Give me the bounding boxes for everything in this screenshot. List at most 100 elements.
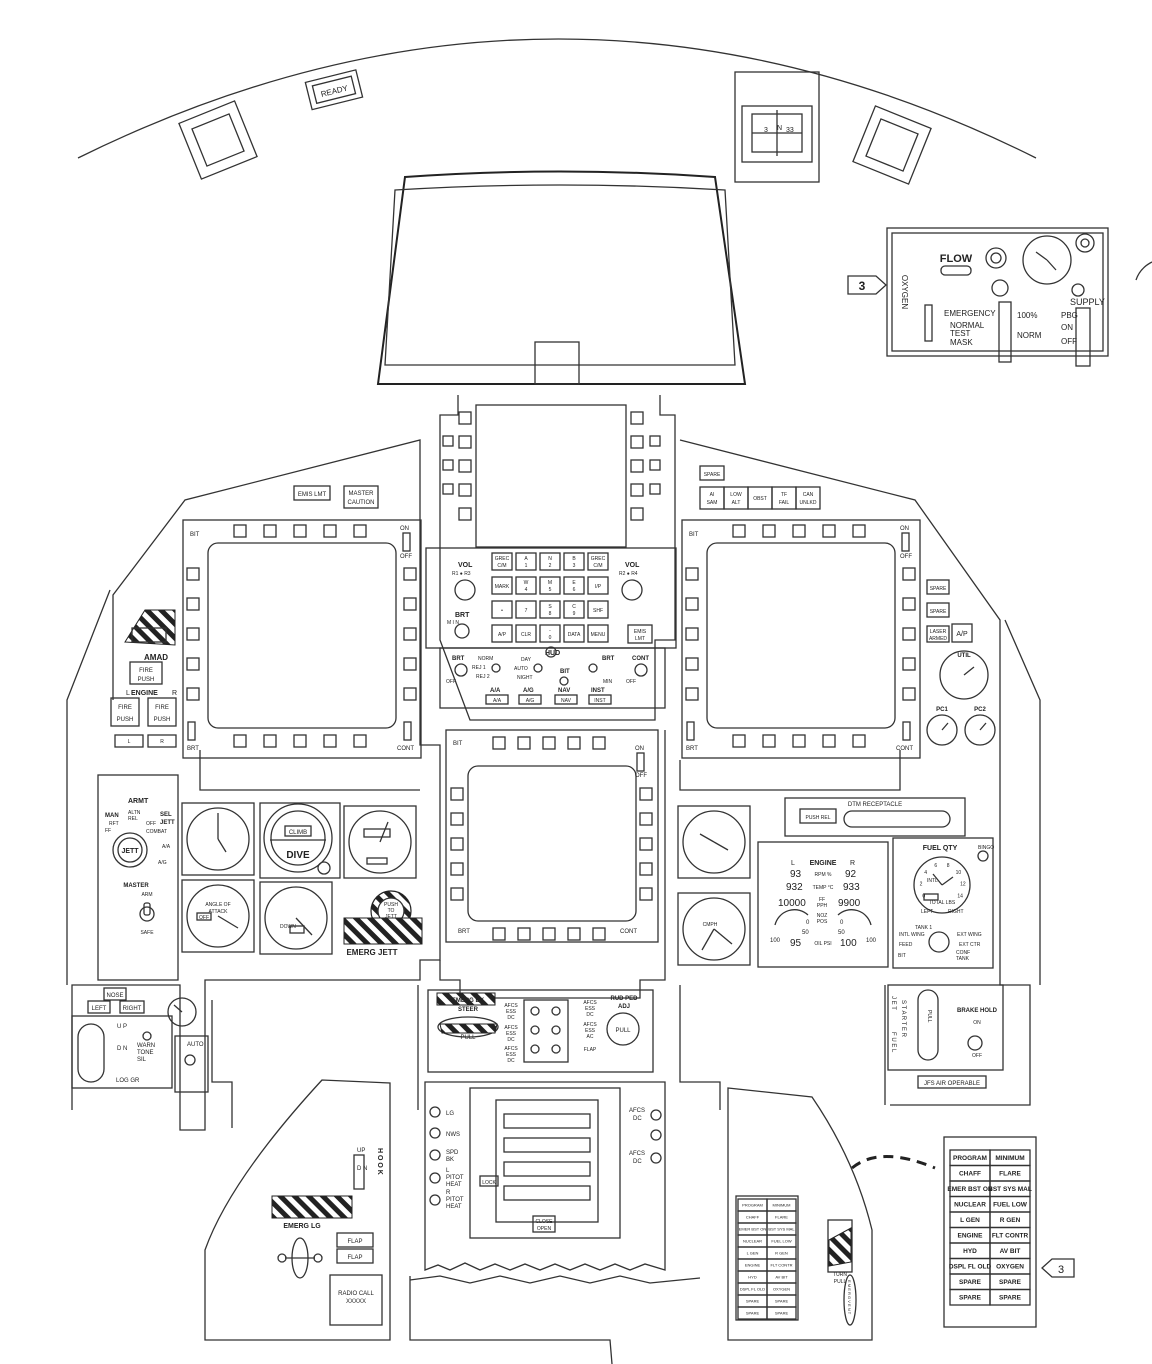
emerg-vent-handle[interactable] [827, 1219, 853, 1273]
svg-text:EXT WING: EXT WING [957, 932, 982, 938]
emerg-brake-handle[interactable] [437, 1016, 499, 1038]
throttle-cutoff-left[interactable] [114, 734, 144, 748]
ufc-key-2-3[interactable]: C9 [563, 600, 585, 619]
ufc-key-3-4[interactable]: MENU [587, 624, 609, 643]
ufc-key-2-4[interactable]: SHF [587, 600, 609, 619]
fuel-feed-selector[interactable] [928, 931, 950, 953]
svg-text:R GEN: R GEN [1000, 1217, 1021, 1224]
svg-text:FF: FF [105, 828, 111, 834]
ready-light: READY [304, 69, 364, 111]
upper-display-left-buttons[interactable] [458, 411, 472, 521]
svg-text:PC1: PC1 [936, 707, 948, 713]
left-mfd-top-buttons[interactable] [233, 524, 367, 538]
left-mfd-right-buttons[interactable] [403, 567, 417, 701]
svg-text:ENGINE: ENGINE [810, 860, 837, 867]
upper-display-outer-right-buttons[interactable] [649, 435, 661, 495]
svg-text:M I N: M I N [447, 620, 459, 626]
engine-fire-left-button[interactable]: FIRE PUSH [110, 697, 140, 727]
svg-text:OIL PSI: OIL PSI [814, 941, 831, 947]
ufc-key-0-2[interactable]: N2 [539, 552, 561, 571]
pitch-ratio-switch[interactable] [184, 1054, 196, 1066]
emergency-gear-handle[interactable] [277, 1237, 323, 1279]
svg-text:OFF: OFF [635, 773, 647, 779]
jfs-pull-handle[interactable] [917, 989, 939, 1061]
amad-fire-button[interactable]: FIRE PUSH [129, 661, 163, 685]
svg-text:SHF: SHF [593, 608, 603, 614]
svg-text:TF: TF [781, 492, 787, 498]
svg-text:HEAT: HEAT [446, 1204, 462, 1210]
right-mfd-top-buttons[interactable] [732, 524, 866, 538]
ufc-brt-knob[interactable] [454, 623, 470, 639]
right-mfd-right-buttons[interactable] [902, 567, 916, 701]
upper-display-right-buttons[interactable] [630, 411, 644, 521]
cm-small-grid-cell-3-0: NUCLEAR [737, 1234, 768, 1248]
vol-right-knob[interactable] [621, 579, 643, 601]
ufc-key-1-2[interactable]: M5 [539, 576, 561, 595]
center-mfd-right-buttons[interactable] [639, 787, 653, 901]
cm-large-grid-cell-2-0: EMER BST ON [947, 1180, 993, 1198]
center-console: LOCK CLOSE OPEN LG NWS SPD BK L PITOT HE… [409, 1081, 701, 1364]
ufc-key-2-0[interactable]: • [491, 600, 513, 619]
ufc-key-3-3[interactable]: DATA [563, 624, 585, 643]
autopilot-button[interactable] [951, 623, 973, 643]
svg-text:OFF: OFF [400, 554, 412, 560]
hud-cont-knob[interactable] [634, 663, 648, 677]
master-arm-switch[interactable] [139, 906, 155, 922]
cm-large-grid-cell-4-1: R GEN [989, 1211, 1031, 1229]
ufc-key-3-1[interactable]: CLR [515, 624, 537, 643]
jettison-knob[interactable] [112, 832, 148, 868]
ufc-emis-lmt-button[interactable]: EMIS LMT [627, 624, 653, 644]
canopy-close-open-button[interactable] [532, 1215, 556, 1233]
center-mfd-top-buttons[interactable] [492, 736, 606, 750]
svg-text:CONT: CONT [620, 929, 637, 935]
ufc-key-0-1[interactable]: A1 [515, 552, 537, 571]
hud-day-night-switch[interactable] [533, 663, 543, 673]
ufc-key-1-4[interactable]: I/P [587, 576, 609, 595]
ufc-key-1-3[interactable]: E6 [563, 576, 585, 595]
ufc-key-2-1[interactable]: 7 [515, 600, 537, 619]
master-caution-button[interactable]: MASTER CAUTION [343, 485, 379, 509]
ufc-key-1-0[interactable]: MARK [491, 576, 513, 595]
center-mfd-bottom-buttons[interactable] [492, 927, 606, 941]
svg-text:MINIMUM: MINIMUM [995, 1155, 1024, 1162]
hud-brt2-switch[interactable] [588, 663, 598, 673]
console-lock-button[interactable] [479, 1175, 499, 1187]
hud-inst-button[interactable]: INST INST [588, 688, 612, 705]
right-mfd-bottom-buttons[interactable] [732, 734, 866, 748]
oxygen-test: TEST [950, 329, 971, 338]
ufc-key-2-2[interactable]: S8 [539, 600, 561, 619]
landing-gear-handle[interactable] [77, 1023, 105, 1083]
ufc-key-3-0[interactable]: A/P [491, 624, 513, 643]
hud-brt-knob[interactable] [454, 663, 468, 677]
hud-nav-button[interactable]: NAV NAV [554, 688, 578, 705]
brake-hold-switch[interactable] [967, 1035, 983, 1051]
ufc-key-1-1[interactable]: W4 [515, 576, 537, 595]
hud-declutter-switch[interactable] [491, 663, 501, 673]
canopy-window-left [178, 100, 258, 180]
dtm-push-rel-button[interactable] [799, 808, 837, 824]
svg-text:LEFT: LEFT [92, 1006, 107, 1012]
rpm-left: 93 [790, 869, 802, 880]
rudder-pedal-adjust-knob[interactable] [606, 1012, 640, 1046]
oxygen-panel: 3 OXYGEN FLOW EMERGENCY NORMAL TEST MASK… [847, 227, 1152, 367]
svg-text:BRT: BRT [458, 929, 470, 935]
engine-fire-right-button[interactable]: FIRE PUSH [147, 697, 177, 727]
right-mfd-left-buttons[interactable] [685, 567, 699, 701]
vol-left-knob[interactable] [454, 579, 476, 601]
left-mfd-bottom-buttons[interactable] [233, 734, 367, 748]
hud-bit-button[interactable] [559, 676, 569, 686]
hook-switch[interactable] [353, 1154, 365, 1190]
ufc-key-3-2[interactable]: -0 [539, 624, 561, 643]
throttle-cutoff-right[interactable] [147, 734, 177, 748]
hud-aa-button[interactable]: A/A A/A [485, 688, 509, 705]
hud-ag-button[interactable]: A/G A/G [518, 688, 542, 705]
center-mfd-left-buttons[interactable] [450, 787, 464, 901]
ufc-key-0-3[interactable]: B3 [563, 552, 585, 571]
left-mfd-left-buttons[interactable] [186, 567, 200, 701]
upper-display-outer-left-buttons[interactable] [442, 435, 454, 495]
bingo-knob[interactable] [977, 850, 989, 862]
svg-text:NUCLEAR: NUCLEAR [743, 1238, 762, 1243]
